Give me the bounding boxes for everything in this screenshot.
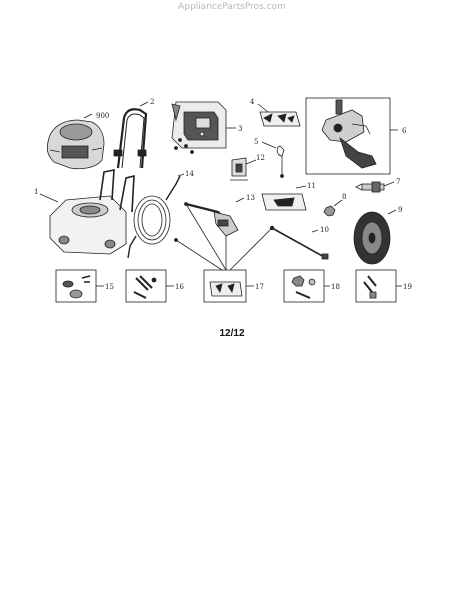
handle-part (113, 108, 148, 169)
hook-part (230, 157, 248, 181)
callout-16: 16 (175, 283, 184, 291)
callout-15: 15 (105, 283, 114, 291)
spray-gun-part (185, 202, 239, 237)
control-panel-part (171, 101, 227, 154)
callout-4: 4 (250, 98, 255, 106)
callout-19: 19 (403, 283, 412, 291)
callout-18: 18 (331, 283, 340, 291)
gun-kit-box (261, 193, 307, 211)
connector-part (355, 181, 385, 193)
callout-2: 2 (150, 98, 154, 106)
callout-900: 900 (96, 112, 109, 120)
hardware-19-box (355, 269, 397, 303)
callout-12: 12 (256, 154, 265, 162)
callout-11: 11 (307, 182, 316, 190)
wheel-part (353, 211, 391, 265)
watermark: AppliancePartsPros.com (178, 2, 286, 12)
panel-kit-box (259, 111, 301, 127)
hose-part (127, 175, 181, 259)
engine-part (46, 119, 105, 170)
callout-5: 5 (254, 138, 258, 146)
nozzle-kit-box (203, 269, 247, 303)
callout-14: 14 (185, 170, 194, 178)
hook-spring-part (276, 145, 285, 178)
callout-13: 13 (246, 194, 255, 202)
wand-part (269, 225, 329, 260)
callout-1: 1 (34, 188, 38, 196)
bolt-kit-15-box (55, 269, 97, 303)
leader-lines (175, 203, 273, 271)
hardware-18-box (283, 269, 325, 303)
page-number: 12/12 (219, 328, 245, 339)
bolt-kit-16-box (125, 269, 167, 303)
callout-9: 9 (398, 206, 402, 214)
callout-8: 8 (342, 193, 346, 201)
pump-part (321, 99, 377, 169)
callout-6: 6 (402, 127, 407, 135)
callout-7: 7 (396, 178, 400, 186)
frame-part (49, 169, 135, 255)
callout-3: 3 (238, 125, 242, 133)
nut-part (323, 205, 336, 217)
callout-10: 10 (320, 226, 329, 234)
callout-17: 17 (255, 283, 264, 291)
pump-box (305, 97, 391, 175)
